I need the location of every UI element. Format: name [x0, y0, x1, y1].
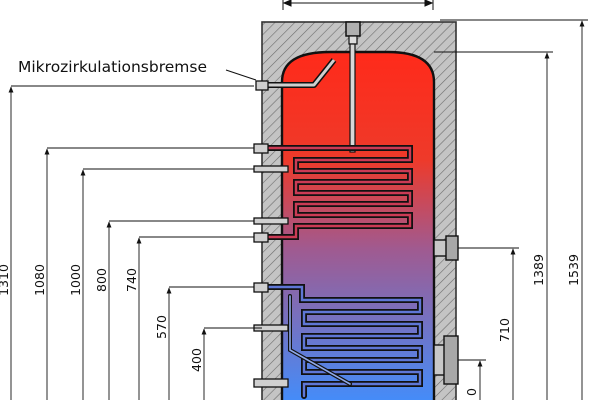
top-width-dimension — [282, 0, 434, 10]
dim-400-label: 400 — [189, 348, 204, 372]
upper-heat-exchanger-coil — [259, 145, 413, 240]
dim-1310-label: 1310 — [0, 264, 11, 296]
dim-1539-label: 1539 — [566, 254, 581, 286]
callout-leader — [225, 69, 257, 81]
left-connections — [253, 143, 289, 388]
left-dimension-lines: 1310 1080 1000 800 740 570 400 — [0, 85, 262, 400]
dim-400: 400 — [189, 327, 262, 400]
mikrozirkulationsbremse-pipe — [255, 58, 337, 91]
dim-1389: 1389 — [434, 51, 553, 400]
right-flanges — [433, 235, 459, 385]
dim-1000: 1000 — [68, 168, 254, 400]
mikrozirkulationsbremse-label: Mikrozirkulationsbremse — [18, 58, 207, 76]
right-dimension-lines: 1539 1389 710 0 — [434, 19, 588, 400]
dim-740: 740 — [124, 236, 254, 400]
dim-partial: 0 — [458, 359, 486, 400]
dim-partial-label: 0 — [464, 388, 479, 396]
top-sensor-fitting — [345, 21, 361, 153]
dim-1080: 1080 — [32, 147, 254, 400]
dim-1000-label: 1000 — [68, 264, 83, 296]
dim-1310: 1310 — [0, 85, 254, 400]
dim-710-label: 710 — [497, 318, 512, 342]
dim-1080-label: 1080 — [32, 264, 47, 296]
dim-1539: 1539 — [440, 19, 588, 400]
dim-740-label: 740 — [124, 268, 139, 292]
dim-570: 570 — [154, 286, 254, 400]
dim-1389-label: 1389 — [531, 254, 546, 286]
dim-800: 800 — [94, 220, 254, 400]
dim-800-label: 800 — [94, 268, 109, 292]
lower-heat-exchanger-coil — [259, 284, 423, 399]
dim-710: 710 — [458, 247, 519, 400]
dim-570-label: 570 — [154, 315, 169, 339]
